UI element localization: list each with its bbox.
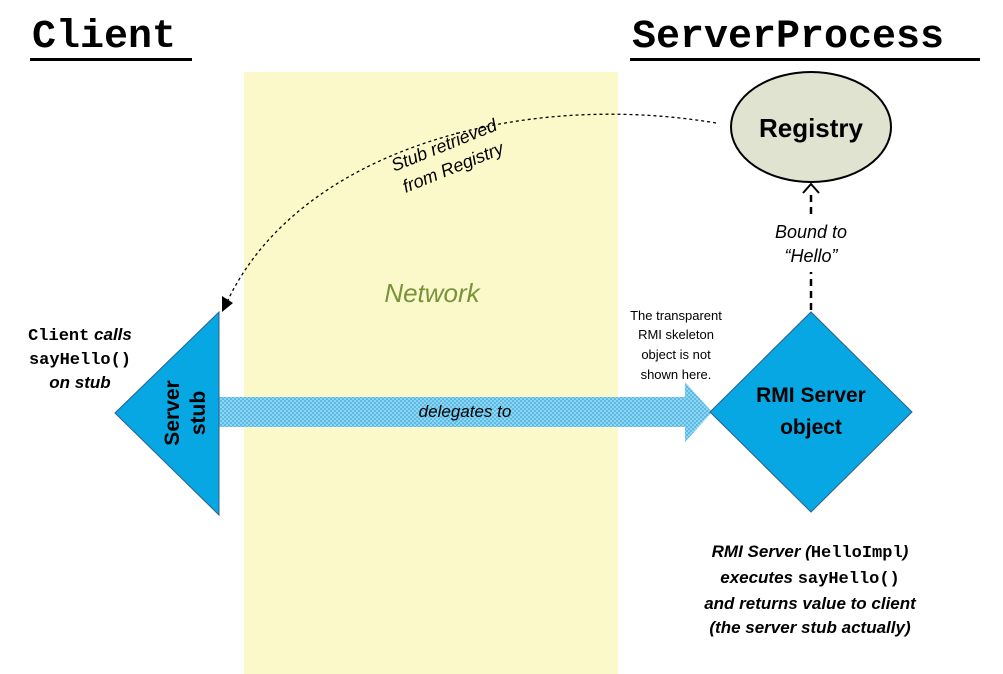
svg-text:The transparent: The transparent: [630, 308, 722, 323]
network-label: Network: [384, 278, 481, 308]
skeleton-note: The transparent RMI skeleton object is n…: [630, 308, 722, 382]
delegates-arrow: [219, 382, 712, 442]
executes-text: executes: [720, 568, 798, 587]
calls-text: calls: [89, 325, 132, 344]
server-stub-label: Server stub: [161, 380, 210, 445]
svg-text:shown here.: shown here.: [641, 367, 712, 382]
on-stub-text: on stub: [49, 373, 111, 392]
stub-retrieved-label: Stub retrieved from Registry: [388, 115, 507, 197]
delegates-label: delegates to: [419, 402, 512, 421]
rmi-server-object-line2: object: [780, 416, 842, 439]
svg-text:stub: stub: [187, 391, 210, 435]
rmi-server-object-shape[interactable]: [709, 311, 913, 513]
server-say-hello-code: sayHello(): [797, 570, 900, 589]
server-process-title-underline: [630, 58, 980, 61]
svg-text:object is not: object is not: [641, 347, 711, 362]
client-code: Client: [28, 327, 90, 346]
close-paren: ): [902, 542, 909, 561]
bound-to-arrowhead: [802, 182, 820, 194]
rmi-server-object-line1: RMI Server: [756, 384, 866, 407]
server-process-title: ServerProcess: [632, 15, 945, 60]
hello-impl-code: HelloImpl: [810, 544, 903, 563]
stub-actually-text: (the server stub actually): [709, 618, 911, 637]
returns-text: and returns value to client: [704, 594, 916, 613]
network-band: [244, 72, 618, 674]
svg-text:Server: Server: [161, 380, 184, 445]
bound-to-line2: “Hello”: [784, 246, 838, 266]
client-title-underline: [30, 58, 192, 61]
stub-retrieved-arrowhead: [222, 296, 233, 312]
server-stub-shape[interactable]: [114, 310, 220, 517]
client-note: Client calls sayHello() on stub: [0, 324, 160, 394]
say-hello-code: sayHello(): [28, 351, 132, 370]
svg-text:RMI skeleton: RMI skeleton: [638, 327, 714, 342]
registry-shape[interactable]: [730, 71, 892, 183]
registry-label: Registry: [759, 113, 864, 143]
rmi-server-text: RMI Server (: [711, 542, 811, 561]
bound-to-line1: Bound to: [775, 222, 847, 242]
server-note: RMI Server (HelloImpl) executes sayHello…: [670, 540, 950, 640]
client-title: Client: [32, 15, 177, 60]
